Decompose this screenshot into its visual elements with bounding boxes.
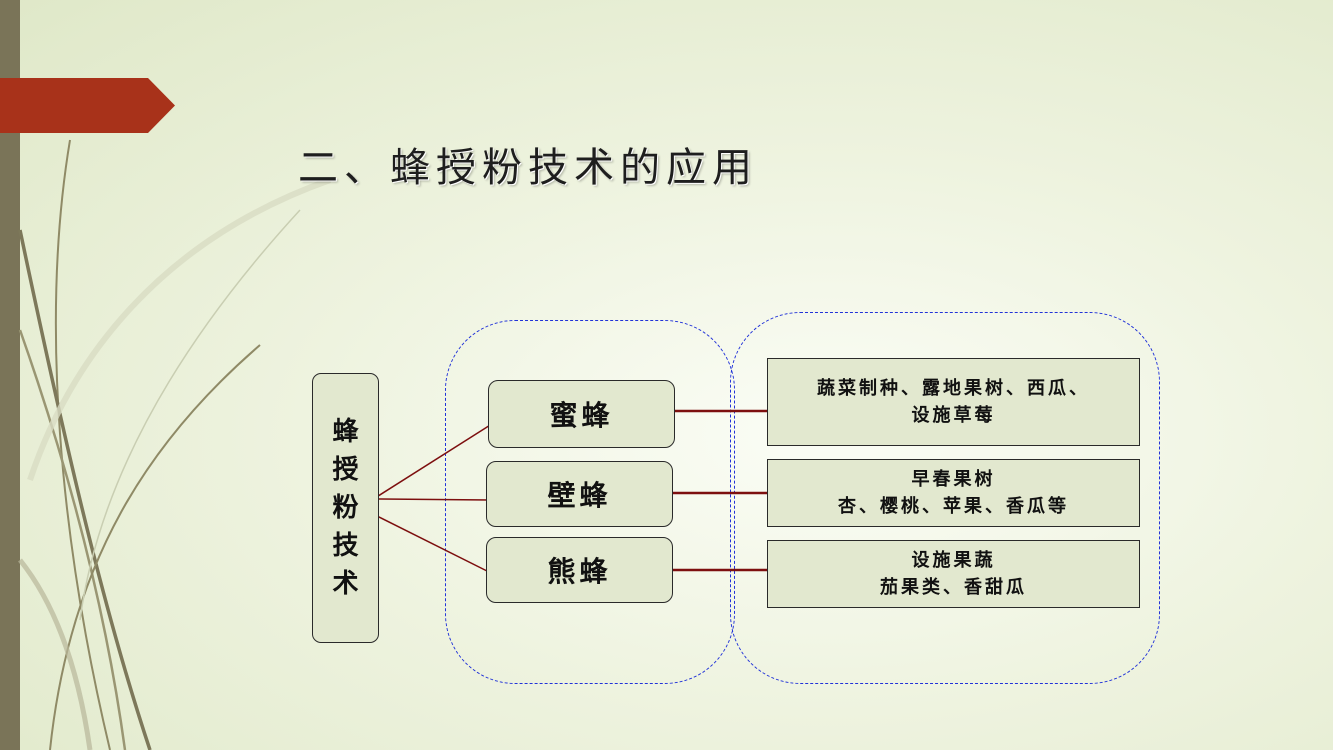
bee-node-honeybee: 蜜蜂 xyxy=(488,380,675,448)
application-line-1: 蔬菜制种、露地果树、西瓜、 xyxy=(817,378,1090,399)
application-node-bumblebee: 设施果蔬 茄果类、香甜瓜 xyxy=(767,540,1140,608)
root-char: 授 xyxy=(332,455,359,485)
bee-node-mason-bee: 壁蜂 xyxy=(486,461,673,527)
root-char: 蜂 xyxy=(332,417,359,447)
bee-label: 熊蜂 xyxy=(547,555,612,588)
root-char: 术 xyxy=(332,569,359,599)
root-char: 粉 xyxy=(332,493,359,523)
bee-node-bumblebee: 熊蜂 xyxy=(486,537,673,603)
application-line-2: 设施草莓 xyxy=(911,405,996,426)
application-line-1: 早春果树 xyxy=(911,469,996,490)
root-node-bee-pollination-technology: 蜂 授 粉 技 术 xyxy=(312,373,379,643)
application-line-1: 设施果蔬 xyxy=(911,550,996,571)
application-line-2: 杏、樱桃、苹果、香瓜等 xyxy=(838,496,1069,517)
root-to-mason-bee-line xyxy=(374,498,491,501)
application-node-honeybee: 蔬菜制种、露地果树、西瓜、 设施草莓 xyxy=(767,358,1140,446)
root-to-honeybee-line xyxy=(374,421,496,499)
application-node-mason-bee: 早春果树 杏、樱桃、苹果、香瓜等 xyxy=(767,459,1140,527)
red-arrow-tab xyxy=(0,78,175,133)
bee-label: 壁蜂 xyxy=(547,479,612,512)
bee-group-dashed-frame xyxy=(445,320,735,684)
left-accent-bar xyxy=(0,0,20,750)
application-line-2: 茄果类、香甜瓜 xyxy=(880,577,1027,598)
root-to-bumblebee-line xyxy=(374,514,496,576)
slide-title: 二、蜂授粉技术的应用 xyxy=(298,145,758,191)
application-group-dashed-frame xyxy=(730,312,1160,684)
bee-label: 蜜蜂 xyxy=(549,399,614,432)
root-char: 技 xyxy=(332,531,359,561)
